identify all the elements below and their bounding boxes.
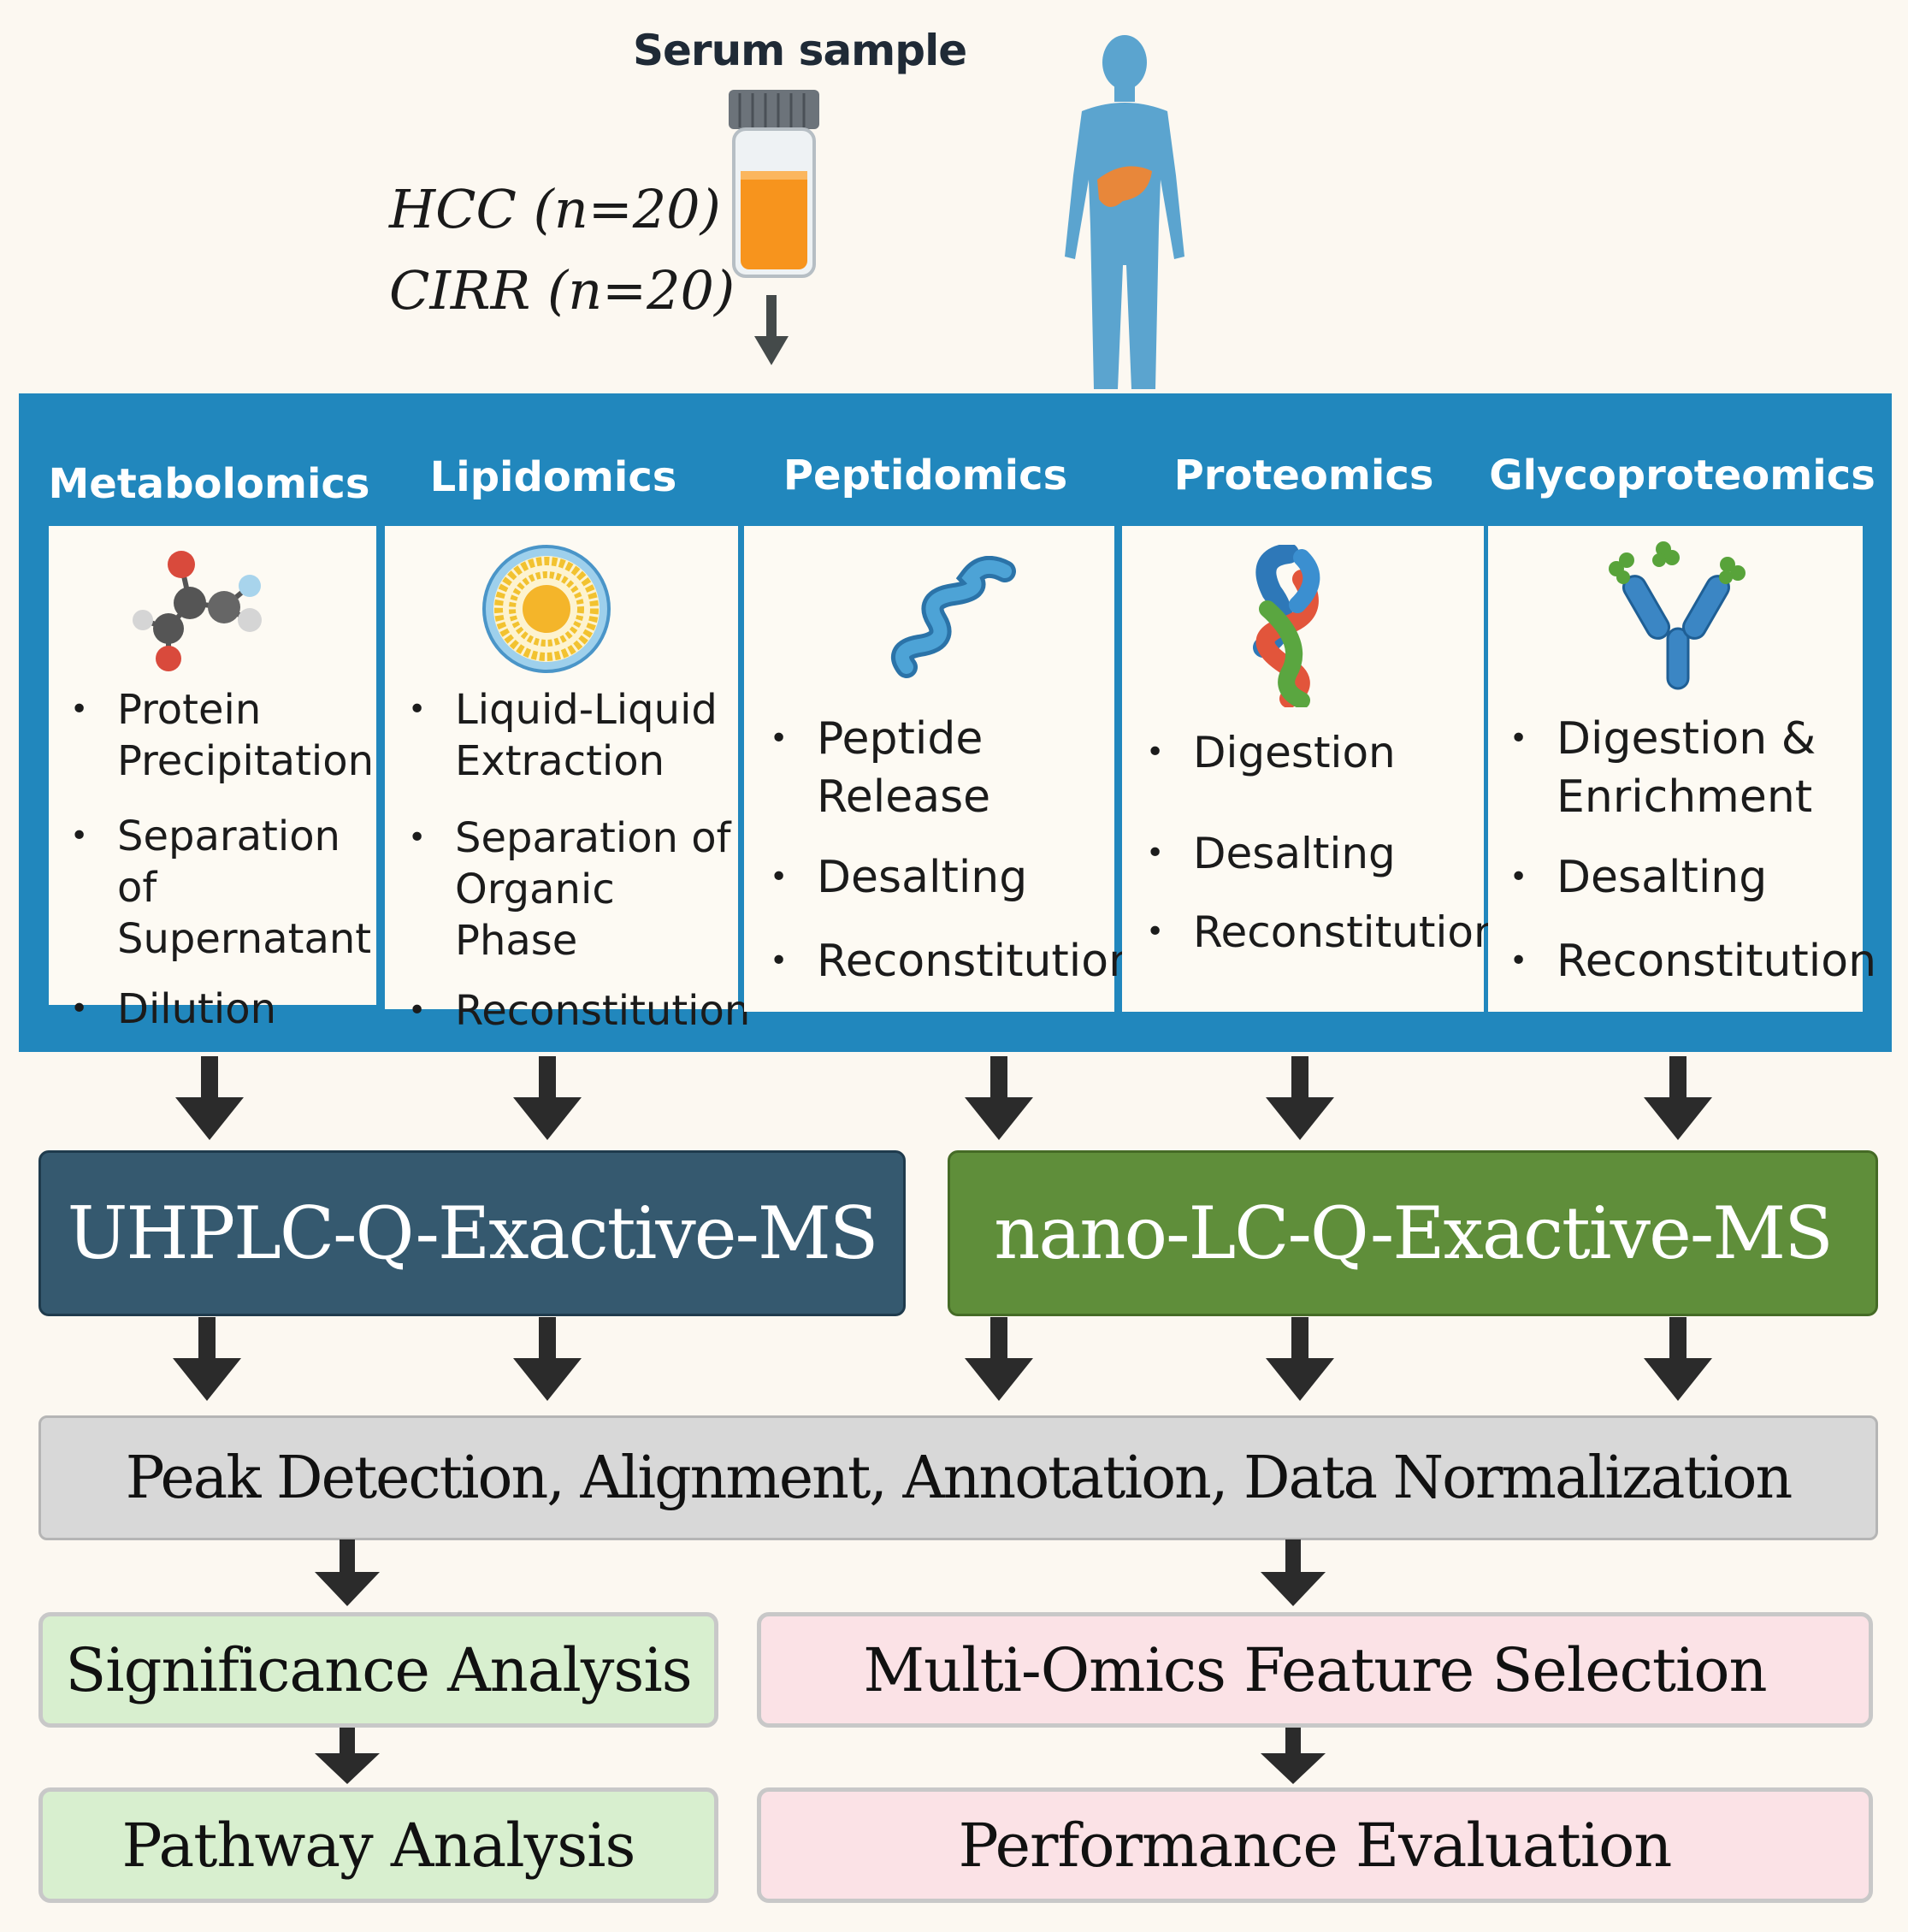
- step-item: Separation of Organic Phase: [408, 812, 737, 966]
- step-item: Reconstitution: [408, 985, 750, 1037]
- uhplc-ms-box: UHPLC-Q-Exactive-MS: [38, 1150, 906, 1316]
- pathway-analysis-box: Pathway Analysis: [38, 1787, 718, 1903]
- metabolomics-column: Protein Precipitation Separation of Supe…: [49, 526, 376, 1035]
- step-item: Digestion & Enrichment: [1509, 710, 1864, 826]
- feature-selection-box: Multi-Omics Feature Selection: [757, 1612, 1873, 1728]
- omics-workflow-panel: Metabolomics Protein Precipitation Separ…: [19, 393, 1892, 1052]
- down-arrow-icon: [965, 1317, 1033, 1401]
- liposome-icon: [482, 545, 611, 673]
- proteomics-column: Digestion Desalting Reconstitution: [1122, 526, 1501, 1012]
- step-item: Peptide Release: [770, 710, 1112, 826]
- molecule-icon: [133, 551, 262, 671]
- step-item: Liquid-Liquid Extraction: [408, 684, 737, 787]
- glycoproteomics-title: Glycoproteomics: [1489, 452, 1876, 499]
- step-item: Desalting: [1146, 828, 1484, 879]
- step-item: Separation of Supernatant: [70, 811, 374, 965]
- down-arrow-icon: [1261, 1539, 1326, 1606]
- step-item: Desalting: [770, 852, 1112, 903]
- step-item: Reconstitution: [1509, 936, 1876, 987]
- serum-sample-label: Serum sample: [633, 26, 967, 75]
- down-arrow-icon: [965, 1056, 1033, 1140]
- performance-evaluation-box: Performance Evaluation: [757, 1787, 1873, 1903]
- human-body-icon: [1048, 30, 1202, 389]
- down-arrow-icon: [315, 1728, 380, 1784]
- liver-icon: [1097, 166, 1152, 208]
- step-item: Dilution: [70, 984, 374, 1035]
- peptide-chain-icon: [891, 556, 1016, 678]
- proteomics-title: Proteomics: [1173, 452, 1434, 499]
- data-processing-box: Peak Detection, Alignment, Annotation, D…: [38, 1415, 1878, 1540]
- step-item: Desalting: [1509, 852, 1864, 903]
- nano-lc-ms-box: nano-LC-Q-Exactive-MS: [948, 1150, 1878, 1316]
- lipidomics-column: Liquid-Liquid Extraction Separation of O…: [385, 526, 750, 1037]
- serum-vial-icon: [718, 90, 830, 282]
- down-arrow-icon: [1266, 1056, 1334, 1140]
- hcc-cohort-label: HCC (n=20): [389, 178, 721, 240]
- down-arrow-icon: [513, 1056, 582, 1140]
- down-arrow-icon: [173, 1317, 241, 1401]
- down-arrow-icon: [1644, 1056, 1712, 1140]
- step-item: Reconstitution: [1146, 907, 1501, 958]
- peptidomics-title: Peptidomics: [783, 452, 1068, 499]
- down-arrow-icon: [315, 1539, 380, 1606]
- significance-analysis-box: Significance Analysis: [38, 1612, 718, 1728]
- protein-fold-icon: [1253, 545, 1320, 707]
- down-arrow-icon: [754, 295, 789, 365]
- glycoprotein-icon: [1609, 541, 1746, 690]
- cirr-cohort-label: CIRR (n=20): [389, 259, 735, 322]
- metabolomics-title: Metabolomics: [48, 460, 370, 508]
- down-arrow-icon: [1261, 1728, 1326, 1784]
- down-arrow-icon: [1644, 1317, 1712, 1401]
- step-item: Digestion: [1146, 727, 1484, 778]
- glycoproteomics-column: Digestion & Enrichment Desalting Reconst…: [1488, 526, 1876, 1012]
- peptidomics-column: Peptide Release Desalting Reconstitution: [744, 526, 1137, 1012]
- down-arrow-icon: [1266, 1317, 1334, 1401]
- step-item: Protein Precipitation: [70, 684, 374, 787]
- lipidomics-title: Lipidomics: [429, 453, 677, 501]
- step-item: Reconstitution: [770, 936, 1137, 987]
- down-arrow-icon: [175, 1056, 244, 1140]
- down-arrow-icon: [513, 1317, 582, 1401]
